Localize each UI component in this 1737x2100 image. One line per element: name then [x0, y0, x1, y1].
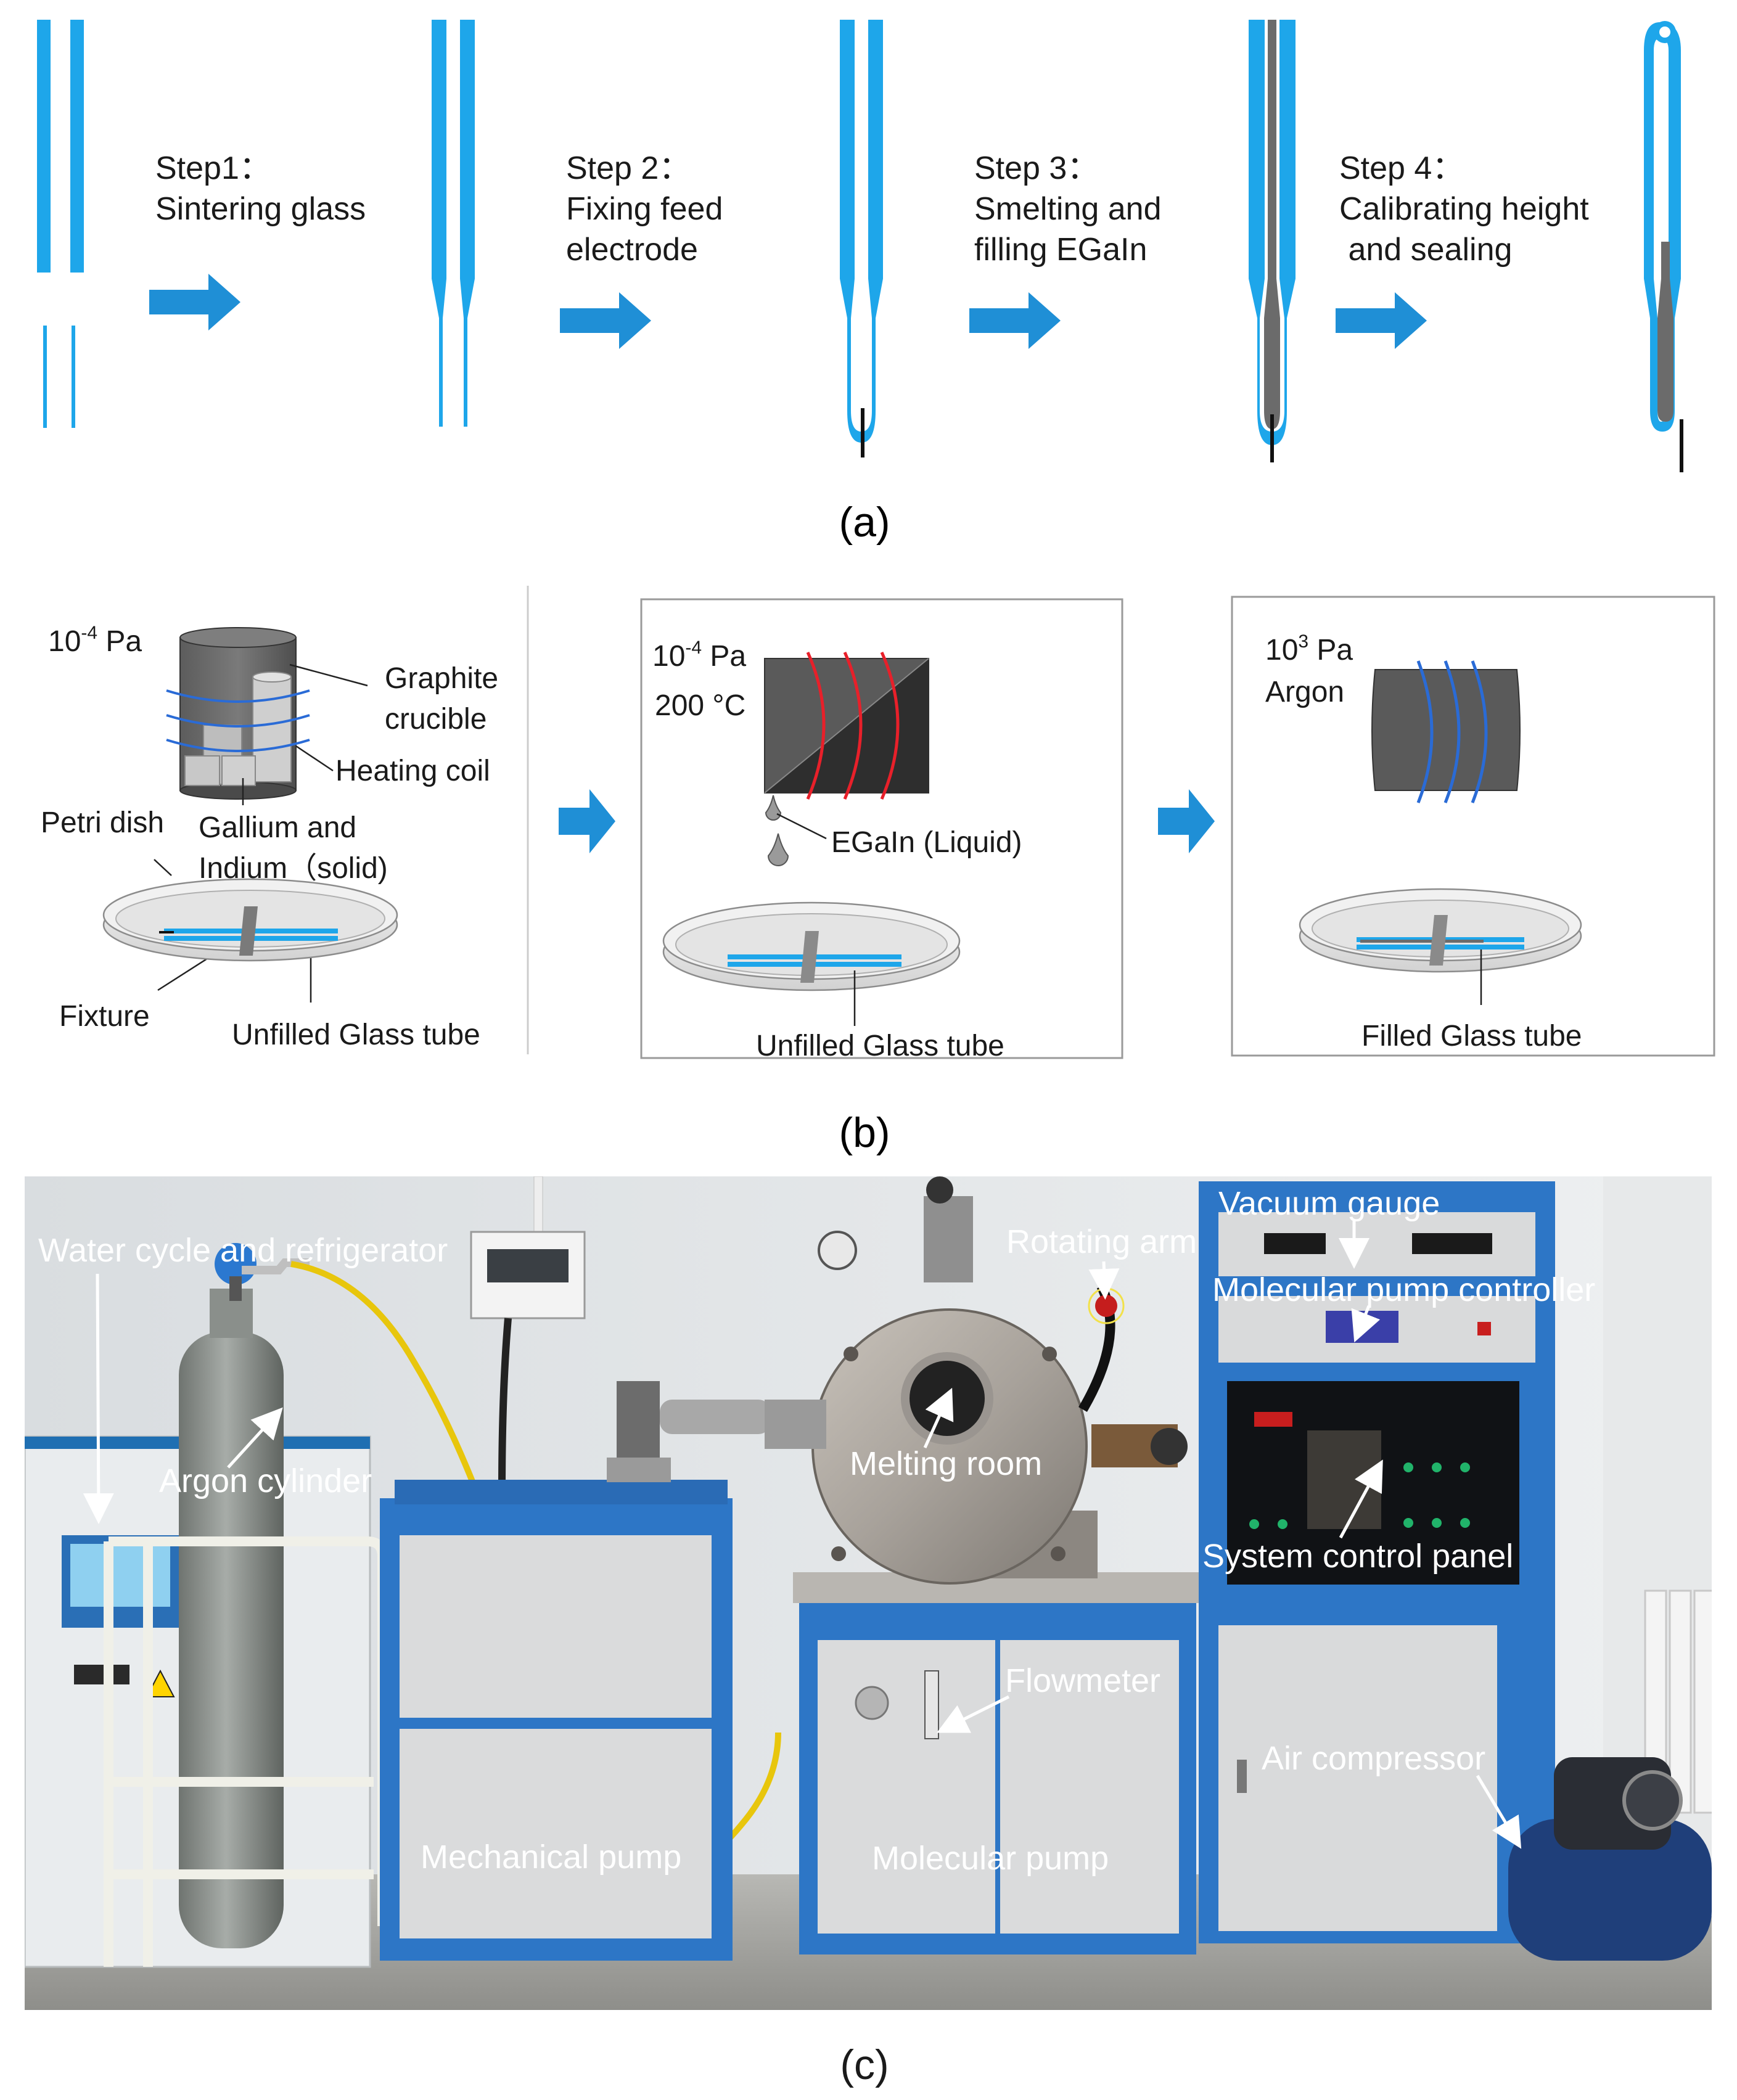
fixture-label: Fixture — [59, 1000, 150, 1033]
step-3-desc-1: Smelting and — [974, 191, 1162, 227]
molecular-pump-controller-label: Molecular pump controller — [1212, 1271, 1595, 1308]
wall-electrical-box — [470, 1231, 586, 1491]
stage-2: 10-4 Pa 200 °C EGaIn (Liquid) — [652, 638, 1022, 1062]
step-arrows — [149, 274, 1427, 349]
stage-2-box — [640, 598, 1123, 1059]
molecular-pump-label: Molecular pump — [872, 1840, 1109, 1877]
petri-dish-label: Petri dish — [41, 806, 164, 839]
step-arrow-1 — [149, 274, 240, 330]
stage-arrow-1 — [559, 789, 615, 853]
unfilled-tube-label-1: Unfilled Glass tube — [232, 1019, 480, 1051]
panel-c: Water cycle and refrigerator Argon cylin… — [25, 1176, 1712, 2088]
mechanical-pump-cabinet — [380, 1381, 771, 1961]
empty-crucible — [1371, 660, 1521, 803]
tube-raw-glass — [37, 20, 84, 428]
panel-a-caption: (a) — [839, 499, 890, 546]
photo-annotations: Water cycle and refrigerator Argon cylin… — [38, 1185, 1595, 1877]
stage-3-box — [1231, 596, 1715, 1057]
air-compressor-label: Air compressor — [1262, 1740, 1485, 1777]
panel-b: 10-4 Pa — [41, 586, 1715, 1156]
stage-1: 10-4 Pa — [41, 623, 498, 1051]
stage-2-pressure: 10-4 Pa — [652, 638, 746, 673]
water-cycle-label: Water cycle and refrigerator — [38, 1232, 448, 1269]
tube-sealed — [1644, 21, 1683, 472]
tilted-crucible — [764, 651, 929, 800]
step-3-desc-2: filling EGaIn — [974, 232, 1147, 268]
argon-cylinder-assembly — [104, 1243, 387, 1967]
unfilled-tube-label-2: Unfilled Glass tube — [756, 1030, 1004, 1062]
petri-dish-1 — [102, 878, 398, 962]
graphite-crucible-label-1: Graphite — [385, 662, 498, 695]
air-compressor-unit — [1508, 1757, 1712, 1961]
step-2-title: Step 2： — [566, 150, 691, 186]
tube-electrode-fixed — [840, 20, 883, 457]
argon-cylinder-label: Argon cylinder — [159, 1462, 372, 1499]
step-4-desc-2: and sealing — [1339, 232, 1512, 268]
egain-liquid-label: EGaIn (Liquid) — [831, 826, 1022, 859]
gallium-indium-label-1: Gallium and — [199, 811, 356, 844]
rotating-arm-label: Rotating arm — [1006, 1223, 1197, 1260]
panel-a: Step1： Sintering glass Step 2： Fixing fe… — [37, 20, 1683, 546]
step-4-title: Step 4： — [1339, 150, 1464, 186]
stage-2-temperature: 200 °C — [655, 689, 745, 722]
stage-3-pressure: 103 Pa — [1265, 631, 1353, 667]
step-arrow-4 — [1336, 292, 1427, 349]
stage-1-pressure: 10-4 Pa — [48, 623, 142, 658]
step-arrow-3 — [969, 292, 1061, 349]
graphite-crucible-label-2: crucible — [385, 703, 487, 736]
vacuum-gauge-label: Vacuum gauge — [1218, 1185, 1440, 1222]
step-2-desc-1: Fixing feed — [566, 191, 723, 227]
panel-c-caption: (c) — [840, 2041, 889, 2088]
heating-coil-label: Heating coil — [335, 755, 490, 787]
filled-tube-label: Filled Glass tube — [1361, 1020, 1582, 1052]
tube-egain-filled — [1249, 20, 1296, 462]
step-4-desc-1: Calibrating height — [1339, 191, 1589, 227]
panel-b-caption: (b) — [839, 1109, 890, 1156]
step-1-desc: Sintering glass — [155, 191, 366, 227]
stage-3: 103 Pa Argon Filled Glass tube — [1265, 631, 1582, 1052]
tube-sintered — [432, 20, 475, 427]
lab-photo — [25, 1176, 1712, 2010]
graphite-crucible — [166, 627, 310, 800]
stage-3-gas: Argon — [1265, 676, 1344, 708]
mechanical-pump-label: Mechanical pump — [421, 1839, 681, 1876]
petri-dish-2 — [662, 901, 961, 991]
system-control-panel-label: System control panel — [1202, 1538, 1513, 1575]
egain-droplets — [765, 795, 789, 866]
molecular-pump-cabinet — [793, 1572, 1202, 1954]
flowmeter-label: Flowmeter — [1005, 1662, 1160, 1699]
step-1-title: Step1： — [155, 150, 271, 186]
melting-room-label: Melting room — [850, 1445, 1042, 1482]
step-3-title: Step 3： — [974, 150, 1099, 186]
stage-arrow-2 — [1158, 789, 1215, 853]
step-arrow-2 — [560, 292, 651, 349]
petri-dish-3 — [1299, 888, 1582, 973]
step-2-desc-2: electrode — [566, 232, 698, 268]
